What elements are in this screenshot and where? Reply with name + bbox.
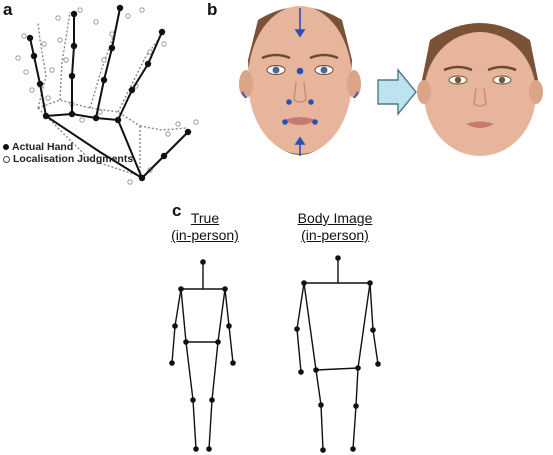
true-figure-joints: [169, 259, 236, 452]
face-original: [239, 6, 361, 156]
legend-localisation-judgments: Localisation Judgments: [3, 153, 133, 165]
panel-label-c: c: [172, 201, 182, 220]
transform-arrow: [377, 68, 417, 116]
panel-label-b: b: [207, 0, 218, 19]
true-title-line1: True: [190, 210, 220, 226]
body-image-stick-figure: [296, 258, 379, 451]
legend-actual-hand: Actual Hand: [3, 141, 133, 153]
body-image-title-line2: (in-person): [301, 227, 369, 243]
face-landmark-arrows: [241, 8, 359, 156]
panel-label-a: a: [3, 0, 13, 19]
body-image-figure-joints: [294, 255, 381, 453]
hand-legend: Actual Hand Localisation Judgments: [3, 141, 133, 165]
filled-dot-icon: [3, 144, 9, 150]
true-title-line2: (in-person): [171, 227, 239, 243]
actual-hand-points: [26, 4, 192, 182]
legend-judgments-label: Localisation Judgments: [13, 153, 134, 165]
judgment-points: [15, 7, 199, 185]
true-figure-title: True (in-person): [170, 210, 240, 244]
open-dot-icon: [3, 155, 10, 163]
body-image-title-line1: Body Image: [297, 210, 373, 226]
true-stick-figure: [171, 262, 234, 450]
body-image-figure-title: Body Image (in-person): [290, 210, 380, 244]
legend-actual-label: Actual Hand: [12, 141, 74, 153]
face-distorted: [417, 23, 543, 156]
